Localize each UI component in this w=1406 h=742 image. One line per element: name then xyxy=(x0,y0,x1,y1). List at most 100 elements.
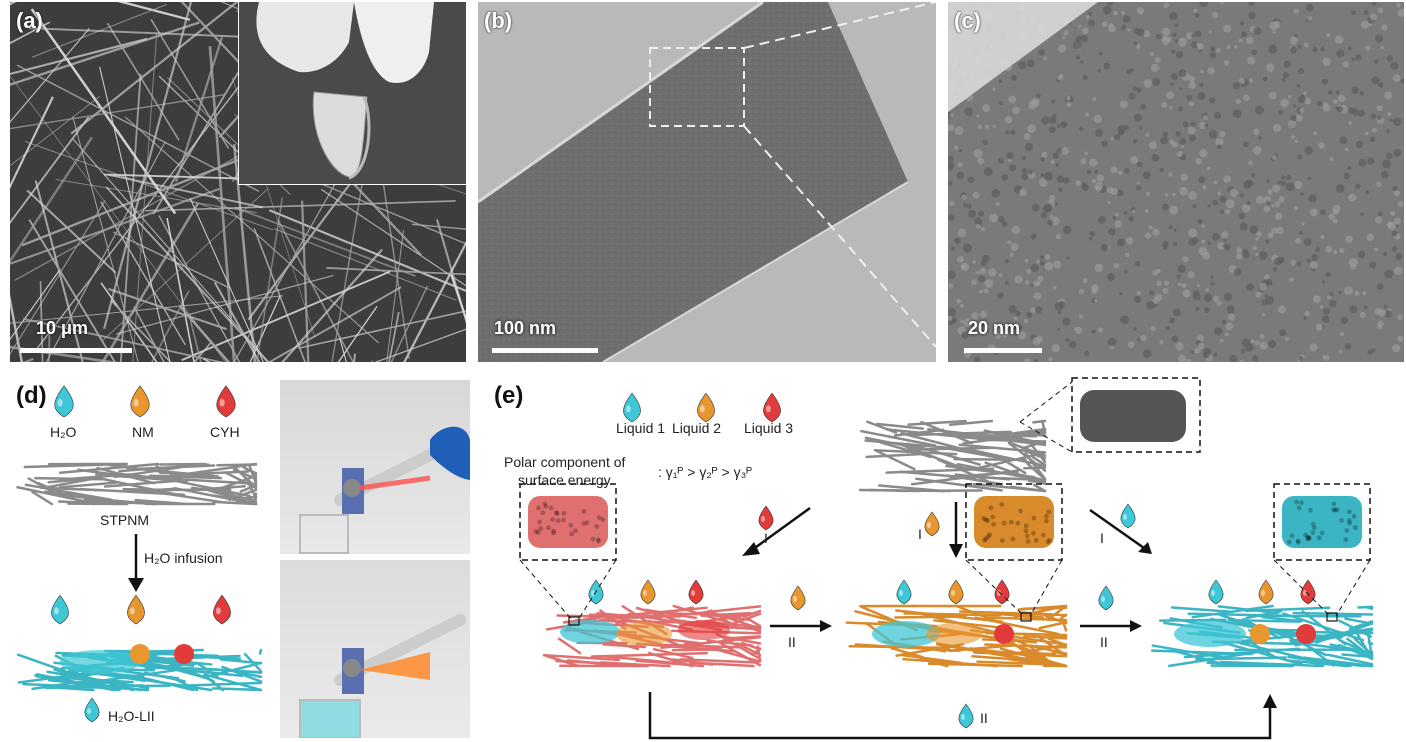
drop-icon xyxy=(948,579,964,605)
fiber xyxy=(131,487,177,493)
fiber xyxy=(267,286,402,362)
fiber xyxy=(110,299,172,362)
fiber xyxy=(590,651,709,658)
fiber xyxy=(903,612,1002,617)
fiber xyxy=(254,492,258,500)
fiber xyxy=(16,64,260,193)
fiber xyxy=(189,197,264,362)
fiber xyxy=(1007,639,1030,656)
fiber xyxy=(212,500,258,506)
fiber xyxy=(158,215,241,362)
fiber xyxy=(890,646,924,659)
fiber xyxy=(919,657,949,668)
fiber xyxy=(10,27,90,123)
fiber xyxy=(320,188,466,287)
fiber xyxy=(1038,621,1068,630)
fiber xyxy=(556,614,640,619)
fiber xyxy=(58,462,160,475)
fiber xyxy=(1009,485,1047,493)
fiber xyxy=(28,219,116,362)
fiber xyxy=(301,200,310,362)
fiber xyxy=(113,231,230,289)
tem-pore-texture xyxy=(948,2,1404,362)
step-I-label-2: I xyxy=(918,526,922,542)
drop-icon xyxy=(1098,585,1114,611)
fiber xyxy=(150,290,190,362)
fiber xyxy=(936,458,998,487)
scale-label-c: 20 nm xyxy=(968,318,1021,338)
fiber xyxy=(72,116,139,362)
fiber xyxy=(1031,455,1047,467)
photo-top-laser-tube xyxy=(280,380,470,554)
drop-icon xyxy=(640,579,656,605)
fiber xyxy=(403,240,466,362)
fiber xyxy=(105,186,270,362)
fiber xyxy=(876,449,916,471)
step-I-label-3: I xyxy=(1100,530,1104,546)
fiber xyxy=(232,144,257,362)
arrow-icon xyxy=(1089,508,1145,550)
step-II-label-1: II xyxy=(788,634,796,650)
fiber xyxy=(1206,661,1293,668)
fiber xyxy=(106,22,180,141)
fiber xyxy=(386,229,405,362)
fiber xyxy=(635,659,705,668)
drop-icon xyxy=(51,594,69,625)
panel-label-d: (d) xyxy=(16,382,47,409)
inset-photo-bent-membrane xyxy=(238,2,466,185)
fiber xyxy=(1010,427,1047,435)
legend-liquid-3: Liquid 3 xyxy=(744,420,794,436)
fiber xyxy=(26,189,117,274)
fiber xyxy=(877,484,945,493)
liquid-label-cyh: CYH xyxy=(210,424,240,440)
fiber xyxy=(124,116,380,344)
fiber xyxy=(1315,622,1374,644)
fiber xyxy=(915,477,1003,492)
drop-icon xyxy=(623,392,641,423)
fiber xyxy=(1183,647,1301,659)
nanotube-zoom xyxy=(1071,377,1201,453)
fiber xyxy=(706,613,752,622)
photo-bottom-laser-beaker xyxy=(280,560,470,738)
infusion-step-label: H₂O infusion xyxy=(144,550,223,566)
panel-d-drawing xyxy=(16,385,263,723)
drop-icon xyxy=(1120,503,1136,529)
fiber xyxy=(197,662,219,677)
fiber xyxy=(185,654,242,661)
fiber xyxy=(706,639,754,647)
fiber xyxy=(900,443,968,471)
fiber xyxy=(96,466,156,485)
fiber xyxy=(47,477,96,484)
fiber xyxy=(936,642,1030,661)
fiber xyxy=(948,419,994,427)
fiber xyxy=(1170,606,1234,614)
drop-icon xyxy=(216,385,236,418)
fiber xyxy=(10,21,51,45)
membrane-label: STPNM xyxy=(100,512,149,528)
fiber xyxy=(219,474,258,490)
fiber xyxy=(1195,656,1287,661)
fiber xyxy=(21,360,24,362)
surface-energy-inequality: : γ₁ᴾ > γ₂ᴾ > γ₃ᴾ xyxy=(658,464,753,480)
arrow-icon xyxy=(648,692,1272,740)
gray-nanotube xyxy=(1080,390,1186,442)
fiber xyxy=(894,615,967,619)
scale-label-b: 100 nm xyxy=(494,318,557,338)
fiber xyxy=(742,609,762,618)
fiber xyxy=(1062,622,1068,632)
fiber xyxy=(933,619,1006,630)
fiber xyxy=(900,431,992,458)
scale-bar-b xyxy=(492,348,598,353)
fiber xyxy=(679,658,760,664)
drop-icon xyxy=(790,585,806,611)
fiber xyxy=(118,463,210,473)
fiber xyxy=(277,219,354,362)
fiber xyxy=(745,616,762,628)
fiber xyxy=(1353,637,1374,656)
fiber xyxy=(411,223,466,230)
fiber xyxy=(901,653,962,665)
drop-icon xyxy=(758,505,774,531)
fiber xyxy=(190,486,241,496)
panel-label-c: (c) xyxy=(954,8,981,33)
fiber xyxy=(143,671,186,683)
